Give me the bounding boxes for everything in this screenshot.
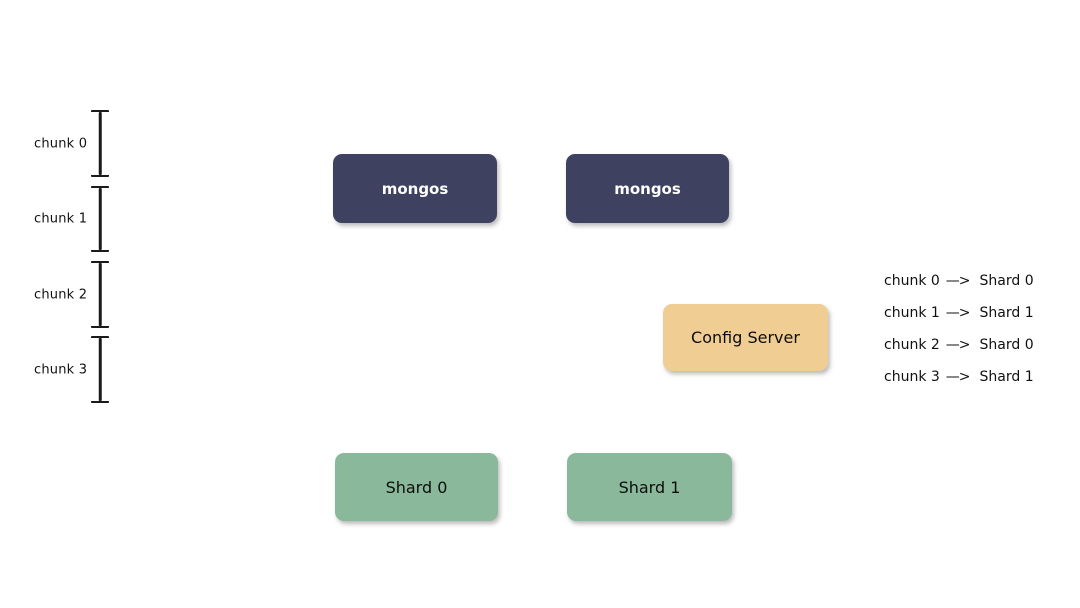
mongos-node-1: mongos xyxy=(333,154,497,223)
config-server-label: Config Server xyxy=(691,328,800,347)
config-server-node: Config Server xyxy=(663,304,828,371)
mapping-from: chunk 0 xyxy=(884,273,940,289)
interval-bracket-icon xyxy=(91,261,109,328)
mongos-node-label: mongos xyxy=(381,179,449,198)
chunk-interval-3: chunk 3 xyxy=(0,336,130,403)
mapping-to: Shard 1 xyxy=(979,369,1034,385)
mongos-node-2: mongos xyxy=(566,154,729,223)
chunk-label: chunk 0 xyxy=(34,136,88,151)
chunk-interval-0: chunk 0 xyxy=(0,110,130,177)
chunk-interval-1: chunk 1 xyxy=(0,186,130,252)
arrow-icon: —> xyxy=(945,369,971,385)
chunk-label: chunk 2 xyxy=(34,287,88,302)
chunk-label: chunk 3 xyxy=(34,362,88,377)
chunk-label: chunk 1 xyxy=(34,211,88,227)
mapping-to: Shard 1 xyxy=(979,305,1034,321)
shard-node-0: Shard 0 xyxy=(335,453,498,521)
shard-node-label: Shard 0 xyxy=(385,477,448,497)
interval-bracket-icon xyxy=(91,336,109,403)
mongos-node-label: mongos xyxy=(614,179,681,198)
mapping-row: chunk 3 —> Shard 1 xyxy=(884,361,1034,393)
interval-bracket-icon xyxy=(91,110,109,177)
interval-bracket-icon xyxy=(91,186,109,252)
mapping-to: Shard 0 xyxy=(979,273,1034,289)
arrow-icon: —> xyxy=(945,273,971,289)
interval-line xyxy=(98,112,102,175)
shard-node-1: Shard 1 xyxy=(567,453,732,521)
mapping-from: chunk 1 xyxy=(884,305,940,321)
interval-line xyxy=(98,188,102,250)
shard-node-label: Shard 1 xyxy=(618,477,681,497)
chunk-shard-mapping: chunk 0 —> Shard 0 chunk 1 —> Shard 1 ch… xyxy=(884,265,1034,393)
mapping-from: chunk 3 xyxy=(884,369,940,385)
arrow-icon: —> xyxy=(945,337,971,353)
chunk-interval-2: chunk 2 xyxy=(0,261,130,328)
arrow-icon: —> xyxy=(945,305,971,321)
mapping-row: chunk 0 —> Shard 0 xyxy=(884,265,1034,297)
interval-line xyxy=(98,338,102,401)
mapping-row: chunk 1 —> Shard 1 xyxy=(884,297,1034,329)
mapping-row: chunk 2 —> Shard 0 xyxy=(884,329,1034,361)
mapping-to: Shard 0 xyxy=(979,337,1034,353)
interval-line xyxy=(98,263,102,326)
mapping-from: chunk 2 xyxy=(884,337,940,353)
